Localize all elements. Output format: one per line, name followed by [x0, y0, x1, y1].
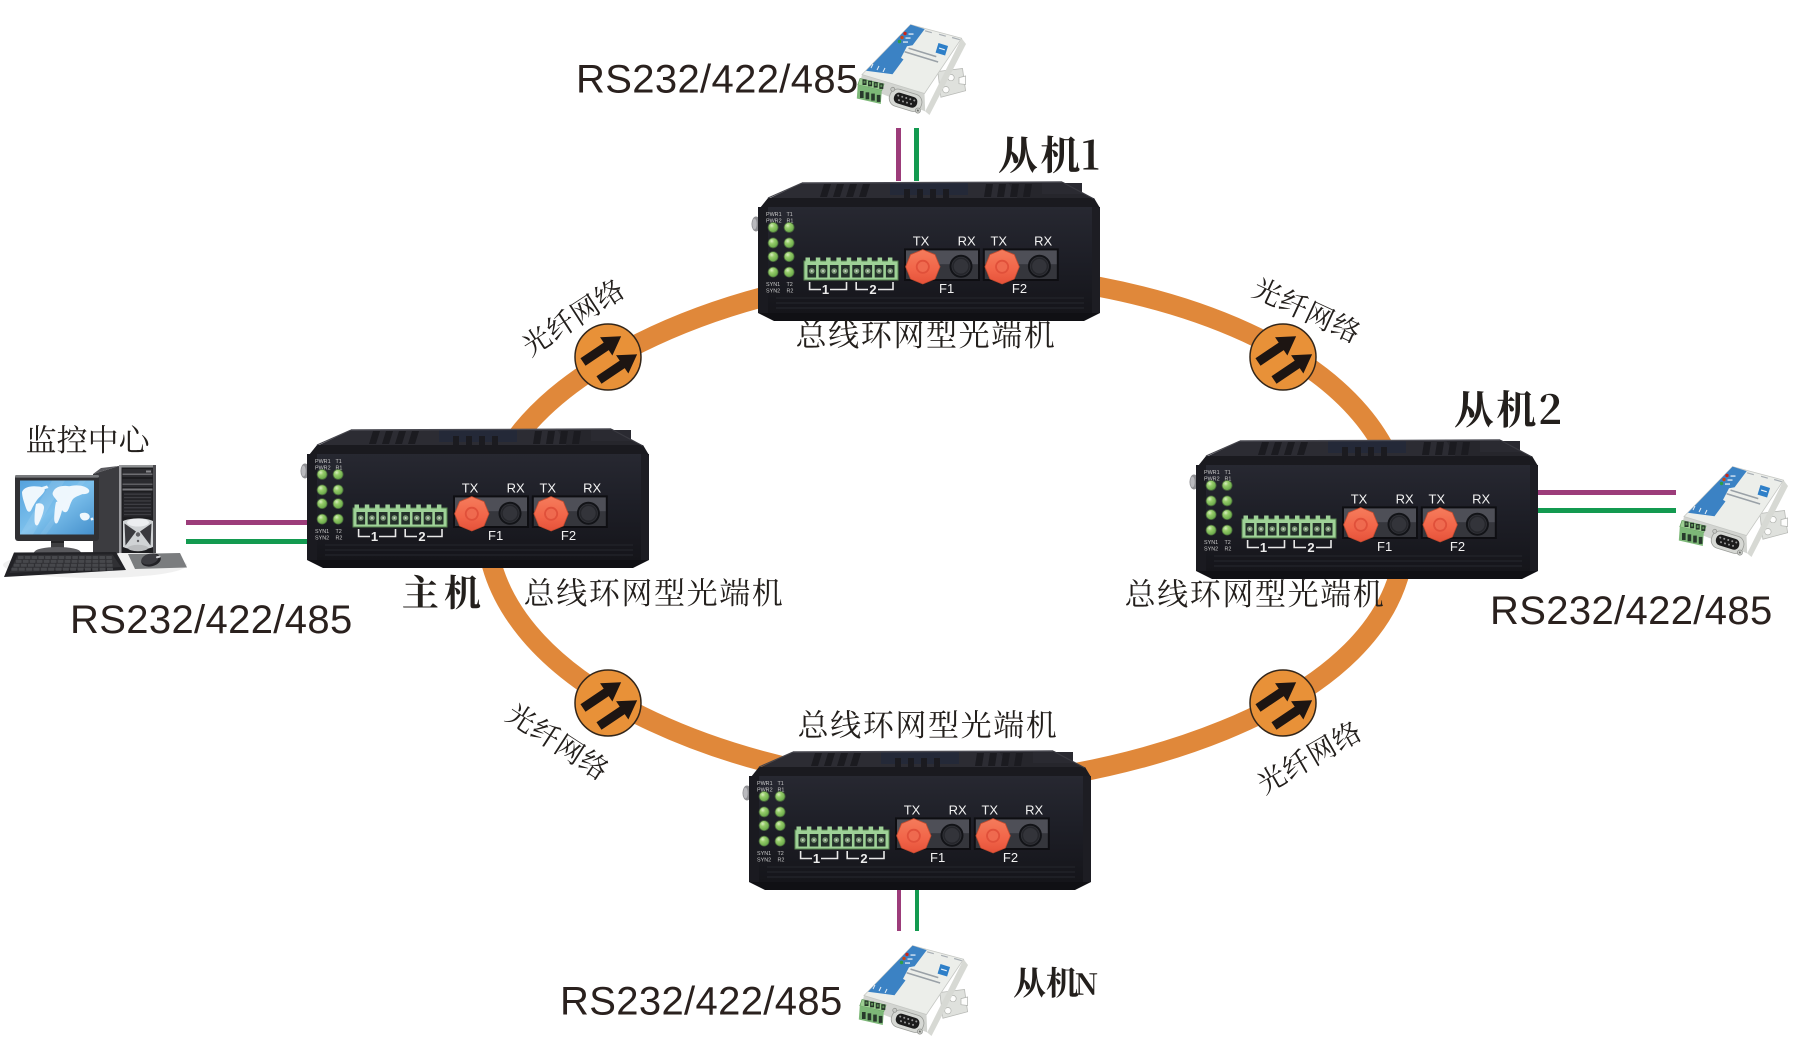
svg-text:RS232/422/485: RS232/422/485: [576, 58, 859, 102]
svg-text:RS232/422/485: RS232/422/485: [70, 598, 353, 642]
svg-text:RS232/422/485: RS232/422/485: [560, 980, 843, 1024]
svg-text:RS232/422/485: RS232/422/485: [1490, 589, 1773, 633]
